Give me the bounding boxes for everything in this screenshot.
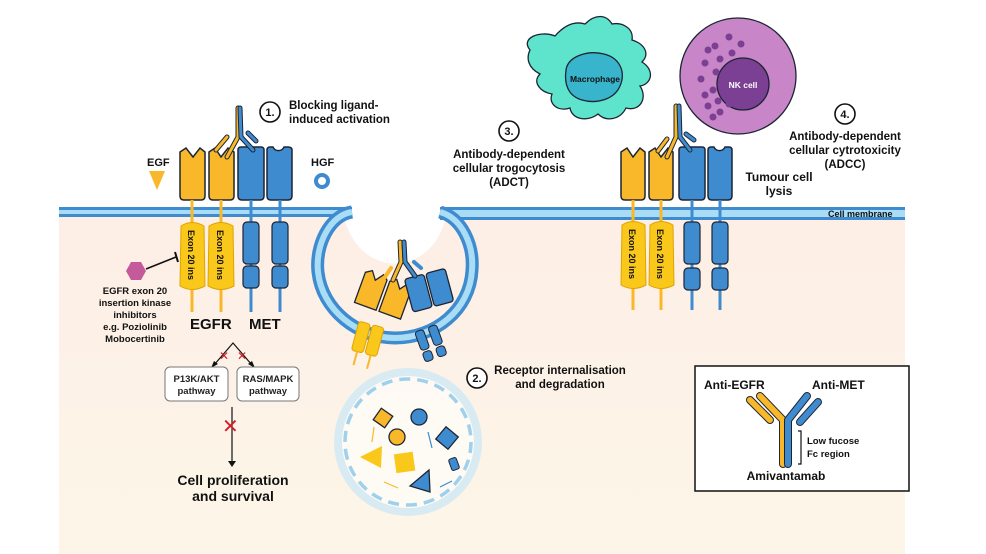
tki-inhibitor-hexagon [126,251,179,280]
svg-text:✕: ✕ [219,349,229,363]
met-label: MET [249,316,281,333]
svg-text:NK cell: NK cell [729,80,758,90]
met-kinase-domains-right [683,221,729,291]
step3-title-line3: (ADCT) [489,177,529,189]
step4-badge: 4. [834,103,856,125]
met-receptor-3 [678,146,706,310]
legend-fc-line1: Low fucose [807,436,859,447]
step2-badge: 2. [466,367,488,389]
inhibitor-label: EGFR exon 20 insertion kinase inhibitors… [99,286,171,345]
svg-text:Exon 20 ins: Exon 20 ins [215,230,225,280]
hgf-label: HGF [311,157,335,169]
svg-text:Exon 20 ins: Exon 20 ins [627,229,637,279]
outcome-label-line2: and survival [192,488,274,504]
legend-anti-met: Anti-MET [812,378,865,392]
svg-text:EGFR exon 20: EGFR exon 20 [103,286,167,297]
svg-text:pathway: pathway [177,386,216,397]
egfr-exon20-domain-2: Exon 20 ins [207,222,235,290]
step2-title-line2: and degradation [515,379,604,391]
svg-text:Exon 20 ins: Exon 20 ins [186,230,196,280]
svg-text:✕: ✕ [237,349,247,363]
legend-amivantamab: Amivantamab [747,469,826,483]
step3-title-line2: cellular trogocytosis [453,163,565,175]
step4-title-line3: (ADCC) [825,159,866,171]
step1-title-line2: induced activation [289,114,390,126]
amivantamab-antibody-step1 [213,105,259,160]
egfr-label: EGFR [190,316,232,333]
step4-title-line1: Antibody-dependent [789,131,901,143]
proliferation-arrow: ✕ [222,407,239,467]
svg-text:Exon 20 ins: Exon 20 ins [655,229,665,279]
step1-badge: 1. [259,101,281,123]
macrophage-cell: Macrophage [526,15,652,120]
signalling-arrows [211,342,255,368]
svg-text:e.g. Poziolinib: e.g. Poziolinib [103,322,167,333]
amivantamab-antibody-step34 [655,103,697,160]
nk-cell: NK cell [679,17,797,135]
legend-fc-line2: Fc region [807,449,850,460]
met-kinase-domains [242,221,289,289]
egf-ligand [149,171,165,190]
invagination-interior [345,212,445,264]
pathway-box-pi3k-akt: P13K/AKT pathway [164,366,229,402]
legend-anti-egfr: Anti-EGFR [704,378,765,392]
nk-granules [697,33,745,121]
svg-text:Mobocertinib: Mobocertinib [105,334,165,345]
egfr-exon20-domain-1: Exon 20 ins [179,222,206,290]
cell-membrane-left [59,207,352,217]
internalised-receptor-complex [351,239,454,370]
step3-badge: 3. [498,120,520,142]
tumour-lysis-line2: lysis [766,184,793,198]
hgf-ligand [314,173,330,189]
egf-label: EGF [147,157,170,169]
blocked-x-marks-small: ✕ ✕ [219,349,247,363]
svg-text:RAS/MAPK: RAS/MAPK [243,374,294,385]
svg-text:pathway: pathway [249,386,288,397]
svg-text:✕: ✕ [222,414,239,438]
step2-title-line1: Receptor internalisation [494,365,626,377]
amivantamab-legend: Anti-EGFR Anti-MET Low fucose Fc region … [694,365,910,492]
svg-text:2.: 2. [472,373,481,385]
egfr-exon20-domain-4: Exon 20 ins [648,221,675,289]
pathway-box-ras-mapk: RAS/MAPK pathway [236,366,300,402]
endosome-degradation [334,368,482,516]
cell-membrane-label: Cell membrane [828,209,893,219]
step4-title-line2: cellular cytrotoxicity [789,145,901,157]
cell-membrane-right [440,207,905,220]
svg-text:3.: 3. [504,126,513,138]
svg-text:4.: 4. [840,109,849,121]
svg-text:Macrophage: Macrophage [570,74,620,84]
legend-antibody-icon [746,392,822,468]
outcome-label-line1: Cell proliferation [177,472,288,488]
egfr-exon20-domain-3: Exon 20 ins [620,221,647,289]
membrane-invagination [311,205,479,345]
step1-title-line1: Blocking ligand- [289,100,379,112]
tumour-lysis-line1: Tumour cell [745,170,812,184]
svg-text:1.: 1. [265,107,274,119]
fc-region-bracket [798,430,802,465]
step3-title-line1: Antibody-dependent [453,149,565,161]
svg-text:P13K/AKT: P13K/AKT [174,374,220,385]
svg-text:insertion kinase: insertion kinase [99,298,171,309]
svg-text:inhibitors: inhibitors [113,310,156,321]
